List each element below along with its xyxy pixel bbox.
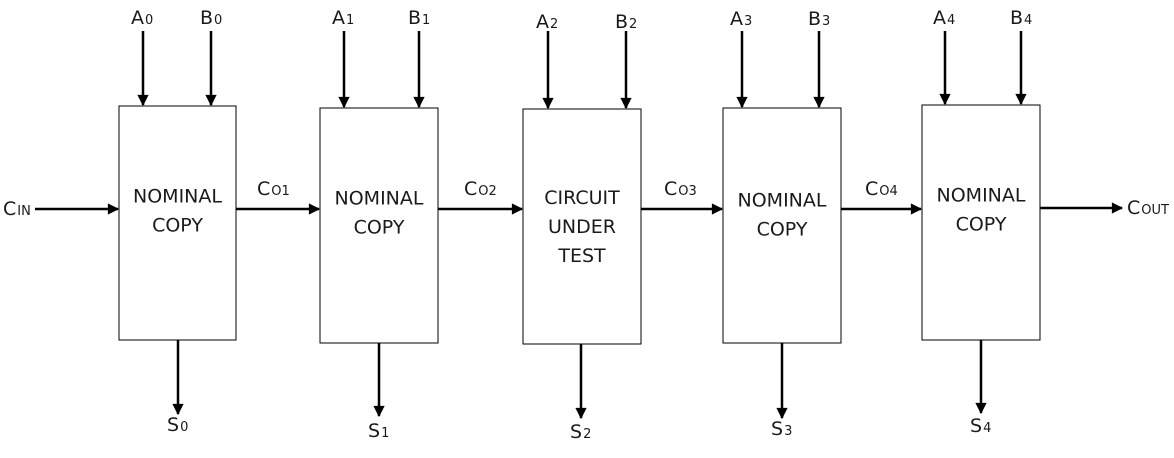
a3-label: A3 — [730, 8, 752, 30]
carry-4-label-sub: O4 — [879, 184, 898, 199]
carry-3-label-sub: O3 — [678, 184, 697, 199]
block-0: NOMINAL COPY — [118, 105, 237, 341]
block-0-line-0: NOMINAL — [133, 186, 222, 208]
block-2: CIRCUIT UNDER TEST — [522, 108, 642, 345]
b0-label-main: B — [200, 7, 213, 29]
s0-label-main: S — [167, 414, 179, 436]
s3-label: S3 — [771, 418, 792, 440]
a3-label-main: A — [730, 8, 743, 30]
b3-label-main: B — [808, 8, 821, 30]
carry-3-label: CO3 — [664, 178, 697, 200]
block-4-line-1: COPY — [956, 214, 1007, 236]
carry-2-label-sub: O2 — [478, 184, 497, 199]
a1-label-sub: 1 — [346, 13, 354, 28]
s0-label-sub: 0 — [180, 420, 188, 435]
b1-label: B1 — [408, 7, 430, 29]
s0-label: S0 — [167, 414, 188, 436]
a3-label-sub: 3 — [744, 14, 752, 29]
b2-label: B2 — [615, 11, 637, 33]
block-2-line-2: TEST — [557, 245, 606, 267]
block-4: NOMINAL COPY — [921, 104, 1041, 341]
s2-label-main: S — [570, 421, 582, 443]
carry-4-label: CO4 — [865, 178, 898, 200]
b3-label: B3 — [808, 8, 830, 30]
b4-label: B4 — [1010, 7, 1032, 29]
block-3-line-1: COPY — [757, 219, 808, 241]
block-3-line-0: NOMINAL — [738, 190, 827, 212]
cin-label-sub: IN — [17, 204, 31, 219]
b3-label-sub: 3 — [822, 14, 830, 29]
block-2-line-0: CIRCUIT — [544, 187, 620, 209]
block-3-box — [722, 107, 842, 344]
b0-label: B0 — [200, 7, 222, 29]
cout-label-main: C — [1127, 197, 1140, 219]
s1-label: S1 — [368, 420, 389, 442]
a0-label-sub: 0 — [145, 13, 153, 28]
b2-label-main: B — [615, 11, 628, 33]
a2-label-sub: 2 — [550, 17, 558, 32]
carry-4-label-main: C — [865, 178, 878, 200]
block-4-line-0: NOMINAL — [937, 185, 1026, 207]
cout-label: COUT — [1127, 197, 1169, 219]
block-1-line-0: NOMINAL — [335, 188, 424, 210]
a2-label: A2 — [536, 11, 558, 33]
blocks: NOMINAL COPY NOMINAL COPY CIRCUIT UNDER TEST NO… — [118, 104, 1041, 345]
block-0-box — [118, 105, 237, 341]
a1-label-main: A — [332, 7, 345, 29]
block-4-box — [921, 104, 1041, 341]
b1-label-main: B — [408, 7, 421, 29]
carry-1-label-main: C — [257, 178, 270, 200]
block-1-line-1: COPY — [354, 217, 405, 239]
cout-label-sub: OUT — [1141, 203, 1169, 218]
cin-label-main: C — [3, 198, 16, 220]
carry-2-label: CO2 — [464, 178, 497, 200]
s2-label-sub: 2 — [583, 427, 591, 442]
b1-label-sub: 1 — [422, 13, 430, 28]
s2-label: S2 — [570, 421, 591, 443]
block-2-box — [522, 108, 642, 345]
b4-label-sub: 4 — [1024, 13, 1032, 28]
a4-label-sub: 4 — [947, 13, 955, 28]
a0-label-main: A — [131, 7, 144, 29]
a1-label: A1 — [332, 7, 354, 29]
block-1: NOMINAL COPY — [319, 107, 439, 344]
carry-1-label: CO1 — [257, 178, 290, 200]
cin-label: CIN — [3, 198, 31, 220]
carry-1-label-sub: O1 — [271, 184, 290, 199]
b2-label-sub: 2 — [629, 17, 637, 32]
s3-label-sub: 3 — [784, 424, 792, 439]
s1-label-sub: 1 — [381, 426, 389, 441]
s1-label-main: S — [368, 420, 380, 442]
s4-label: S4 — [970, 415, 991, 437]
s4-label-main: S — [970, 415, 982, 437]
block-2-line-1: UNDER — [548, 216, 616, 238]
a0-label: A0 — [131, 7, 153, 29]
block-3: NOMINAL COPY — [722, 107, 842, 344]
s4-label-sub: 4 — [983, 421, 991, 436]
a4-label: A4 — [933, 7, 955, 29]
carry-2-label-main: C — [464, 178, 477, 200]
block-0-line-1: COPY — [152, 215, 203, 237]
wires — [35, 31, 1124, 420]
s3-label-main: S — [771, 418, 783, 440]
carry-3-label-main: C — [664, 178, 677, 200]
block-1-box — [319, 107, 439, 344]
a2-label-main: A — [536, 11, 549, 33]
a4-label-main: A — [933, 7, 946, 29]
b4-label-main: B — [1010, 7, 1023, 29]
b0-label-sub: 0 — [214, 13, 222, 28]
